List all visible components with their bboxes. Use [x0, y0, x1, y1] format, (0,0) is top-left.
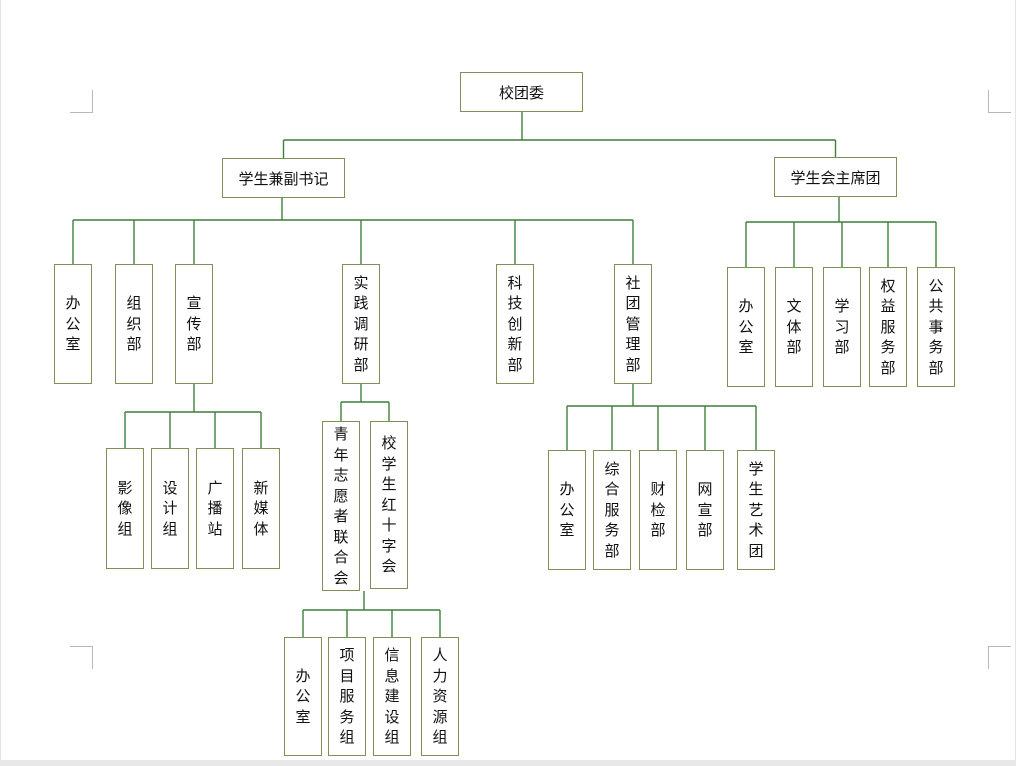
node-club-web: 网宣部 — [686, 450, 724, 570]
node-label: 实践调研部 — [353, 273, 369, 374]
node-pub-design: 设计组 — [151, 448, 189, 569]
node-pr-redcross: 校学生红十字会 — [370, 421, 408, 589]
node-label: 青年志愿者联合会 — [333, 425, 349, 587]
node-label: 学生兼副书记 — [238, 169, 329, 188]
node-label: 信息建设组 — [384, 646, 400, 747]
crop-mark-top-right — [988, 90, 1011, 113]
node-pr-volunteer: 青年志愿者联合会 — [322, 421, 360, 591]
node-s-publicity: 宣传部 — [175, 264, 213, 384]
node-p-culture: 文体部 — [775, 267, 813, 387]
node-label: 公共事务部 — [928, 276, 944, 377]
node-label: 学生会主席团 — [790, 168, 881, 187]
node-club-service: 综合服务部 — [593, 450, 631, 570]
node-s-office: 办公室 — [54, 264, 92, 384]
node-club-art: 学生艺术团 — [737, 450, 775, 570]
node-label: 校团委 — [498, 83, 544, 102]
node-label: 权益服务部 — [880, 276, 896, 377]
node-s-tech: 科技创新部 — [496, 264, 534, 384]
page-bottom-edge — [0, 760, 1016, 766]
node-label: 人力资源组 — [432, 646, 448, 747]
node-vol-hr: 人力资源组 — [421, 637, 459, 756]
node-p-rights: 权益服务部 — [869, 267, 907, 387]
node-label: 学生艺术团 — [748, 459, 764, 560]
node-label: 校学生红十字会 — [381, 434, 397, 576]
node-label: 广播站 — [207, 478, 223, 538]
node-pub-radio: 广播站 — [196, 448, 234, 569]
node-p-office: 办公室 — [727, 267, 765, 387]
node-label: 影像组 — [117, 478, 133, 538]
node-secretary: 学生兼副书记 — [222, 158, 345, 198]
node-p-affairs: 公共事务部 — [917, 267, 955, 387]
node-root: 校团委 — [460, 72, 583, 112]
node-label: 文体部 — [786, 297, 802, 357]
node-presidium: 学生会主席团 — [774, 157, 897, 197]
node-label: 组织部 — [126, 294, 142, 354]
node-label: 财检部 — [650, 480, 666, 540]
node-pub-media: 新媒体 — [242, 448, 280, 569]
node-label: 项目服务组 — [339, 646, 355, 747]
node-label: 办公室 — [295, 666, 311, 726]
node-s-practice: 实践调研部 — [342, 264, 380, 384]
node-vol-project: 项目服务组 — [328, 637, 366, 756]
node-p-study: 学习部 — [823, 267, 861, 387]
crop-mark-bottom-right — [988, 646, 1011, 669]
crop-mark-bottom-left — [70, 646, 93, 669]
node-club-finance: 财检部 — [639, 450, 677, 570]
node-label: 综合服务部 — [604, 459, 620, 560]
node-label: 新媒体 — [253, 478, 269, 538]
node-label: 办公室 — [738, 297, 754, 357]
node-label: 科技创新部 — [507, 273, 523, 374]
node-club-office: 办公室 — [548, 450, 586, 570]
crop-mark-top-left — [70, 90, 93, 113]
node-label: 社团管理部 — [625, 273, 641, 374]
node-label: 设计组 — [162, 478, 178, 538]
node-vol-info: 信息建设组 — [373, 637, 411, 756]
node-s-club: 社团管理部 — [614, 264, 652, 384]
node-vol-office: 办公室 — [284, 637, 322, 756]
node-label: 宣传部 — [186, 294, 202, 354]
node-label: 办公室 — [65, 294, 81, 354]
node-s-org: 组织部 — [115, 264, 153, 384]
node-pub-image: 影像组 — [106, 448, 144, 569]
node-label: 学习部 — [834, 297, 850, 357]
node-label: 网宣部 — [697, 480, 713, 540]
node-label: 办公室 — [559, 480, 575, 540]
